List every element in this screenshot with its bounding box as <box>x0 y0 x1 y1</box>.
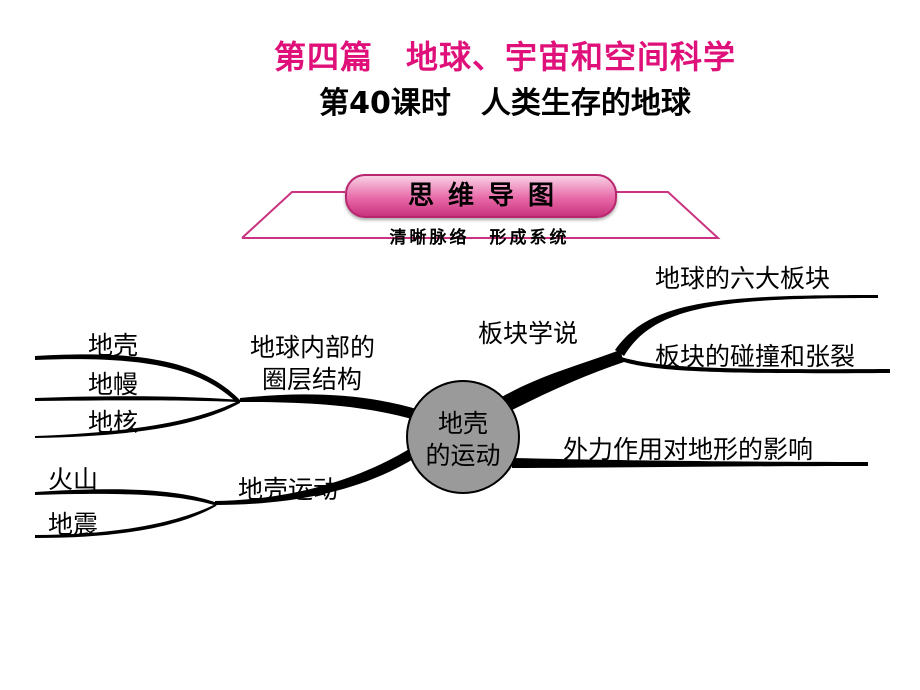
leaf-diqiao: 地壳 <box>88 331 139 360</box>
leaf-diman: 地幔 <box>88 370 139 399</box>
branch-leaf-six-plates <box>615 295 878 356</box>
node-plate-theory: 板块学说 <box>478 319 579 348</box>
branch-crust-motion <box>215 446 418 505</box>
leaf-volcano: 火山 <box>48 465 99 494</box>
lesson-title: 第40课时 人类生存的地球 <box>319 86 691 121</box>
branch-leaf-earthquake <box>35 503 218 538</box>
branch-leaf-volcano <box>35 489 218 505</box>
leaf-dihe: 地核 <box>88 408 139 437</box>
node-crust-motion: 地壳运动 <box>238 475 339 504</box>
branch-leaf-collision <box>615 355 890 374</box>
center-node-label: 地壳 的运动 <box>410 408 516 472</box>
banner-sub-label: 清晰脉络 形成系统 <box>389 228 570 248</box>
node-structure-line1: 地球内部的 <box>250 333 376 362</box>
page-title: 第四篇 地球、宇宙和空间科学 <box>273 38 736 76</box>
branch-leaf-diman <box>35 396 240 402</box>
banner-main-label: 思维导图 <box>407 181 568 211</box>
center-line-2: 的运动 <box>425 441 501 470</box>
branch-structure <box>240 394 420 420</box>
mindmap-banner: 思维导图 <box>345 174 617 218</box>
leaf-earthquake: 地震 <box>48 510 99 539</box>
branch-external <box>512 458 868 468</box>
center-line-1: 地壳 <box>437 409 488 438</box>
node-structure-line2: 圈层结构 <box>262 365 363 394</box>
center-node <box>406 380 520 494</box>
leaf-collision: 板块的碰撞和张裂 <box>655 342 856 371</box>
branch-plate-theory <box>500 350 624 410</box>
leaf-six-plates: 地球的六大板块 <box>655 264 831 293</box>
node-external: 外力作用对地形的影响 <box>563 435 814 464</box>
branch-leaf-diqiao <box>35 354 240 402</box>
branch-leaf-dihe <box>35 400 240 438</box>
